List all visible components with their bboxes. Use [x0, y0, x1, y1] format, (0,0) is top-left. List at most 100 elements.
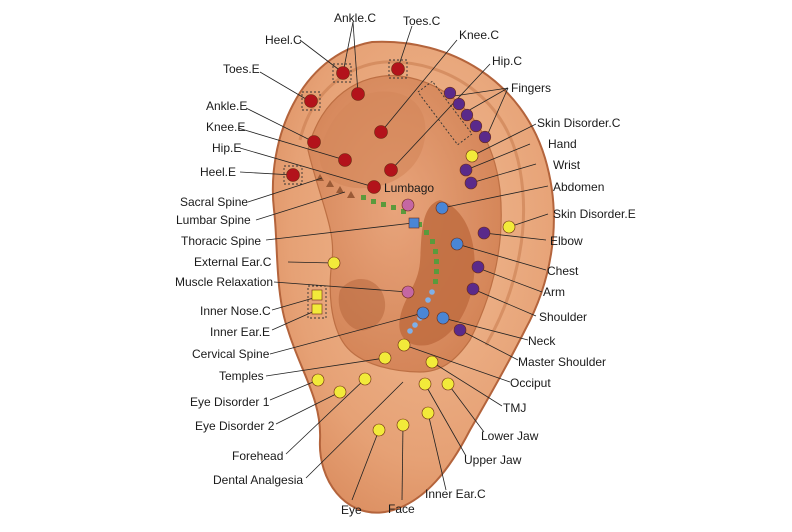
point-tmj — [425, 355, 439, 369]
label-eye: Eye — [341, 503, 362, 517]
label-lower-jaw: Lower Jaw — [481, 429, 539, 443]
label-arm: Arm — [543, 285, 565, 299]
spine-dot — [429, 289, 435, 295]
label-face: Face — [388, 502, 415, 516]
spine-dot — [412, 322, 418, 328]
point-knee-c — [374, 125, 388, 139]
point-master-shoulder — [453, 323, 467, 337]
point-eye — [372, 423, 386, 437]
dashed-box-inner-nose — [307, 285, 327, 319]
point-eye-disorder-1 — [311, 373, 325, 387]
spine-square — [430, 239, 435, 244]
label-lumbar-spine: Lumbar Spine — [176, 213, 251, 227]
label-temples: Temples — [219, 369, 264, 383]
label-knee-c: Knee.C — [459, 28, 499, 42]
labels: Ankle.C Toes.C Heel.C Knee.C Hip.C Toes.… — [175, 11, 636, 517]
point-skin-disorder-c — [465, 149, 479, 163]
label-ankle-e: Ankle.E — [206, 99, 247, 113]
label-thoracic-spine: Thoracic Spine — [181, 234, 261, 248]
point-heel-c — [351, 87, 365, 101]
label-master-shoulder: Master Shoulder — [518, 355, 606, 369]
spine-square — [381, 202, 386, 207]
point-forehead — [358, 372, 372, 386]
spine-square — [424, 230, 429, 235]
point-ankle-e — [307, 135, 321, 149]
acupoints — [286, 62, 516, 437]
point-finger — [460, 108, 474, 122]
point-abdomen — [435, 201, 449, 215]
label-external-ear-c: External Ear.C — [194, 255, 272, 269]
point-ankle-c — [336, 66, 350, 80]
point-toes-c — [391, 62, 405, 76]
point-lumbar-spine — [401, 198, 415, 212]
point-toes-e — [304, 94, 318, 108]
spine-square — [434, 269, 439, 274]
label-lumbago: Lumbago — [384, 181, 434, 195]
spine-square — [433, 249, 438, 254]
point-finger — [452, 97, 466, 111]
label-wrist: Wrist — [553, 158, 581, 172]
label-skin-disorder-e: Skin Disorder.E — [553, 207, 636, 221]
point-muscle-relaxation — [401, 285, 415, 299]
point-hand — [459, 163, 473, 177]
label-shoulder: Shoulder — [539, 310, 587, 324]
point-neck — [436, 311, 450, 325]
label-eye-disorder-2: Eye Disorder 2 — [195, 419, 275, 433]
label-inner-ear-e: Inner Ear.E — [210, 325, 270, 339]
spine-dot — [425, 297, 431, 303]
dashed-box-toes-c — [388, 59, 408, 79]
label-skin-disorder-c: Skin Disorder.C — [537, 116, 621, 130]
point-upper-jaw — [418, 377, 432, 391]
point-finger — [478, 130, 492, 144]
point-hip-c — [384, 163, 398, 177]
label-toes-c: Toes.C — [403, 14, 441, 28]
spine-dot — [407, 328, 413, 334]
point-lower-jaw — [441, 377, 455, 391]
label-forehead: Forehead — [232, 449, 283, 463]
point-chest — [450, 237, 464, 251]
label-dental-analgesia: Dental Analgesia — [213, 473, 303, 487]
dashed-box-ankle-c — [332, 63, 352, 83]
point-inner-ear-e — [311, 303, 323, 315]
spine-triangle — [347, 191, 355, 198]
spine-triangle — [326, 180, 334, 187]
label-inner-ear-c: Inner Ear.C — [425, 487, 486, 501]
point-finger — [443, 86, 457, 100]
point-inner-ear-c — [421, 406, 435, 420]
spine-square — [401, 209, 406, 214]
label-hip-c: Hip.C — [492, 54, 522, 68]
label-neck: Neck — [528, 334, 556, 348]
label-inner-nose-c: Inner Nose.C — [200, 304, 271, 318]
point-external-ear-c — [327, 256, 341, 270]
spine-triangle — [336, 186, 344, 193]
label-abdomen: Abdomen — [553, 180, 604, 194]
dashed-box-heel-e — [283, 165, 303, 185]
spine-square — [434, 259, 439, 264]
point-occiput — [397, 338, 411, 352]
point-finger — [469, 119, 483, 133]
label-muscle-relaxation: Muscle Relaxation — [175, 275, 273, 289]
label-hip-e: Hip.E — [212, 141, 241, 155]
label-tmj: TMJ — [503, 401, 526, 415]
point-skin-disorder-e — [502, 220, 516, 234]
ear-canal-shadow — [338, 278, 386, 331]
label-heel-e: Heel.E — [200, 165, 236, 179]
point-thoracic-spine — [408, 217, 420, 229]
label-knee-e: Knee.E — [206, 120, 245, 134]
label-cervical-spine: Cervical Spine — [192, 347, 270, 361]
leader-lines — [237, 21, 549, 501]
dashed-box-fingers — [417, 80, 473, 146]
spine-square — [433, 279, 438, 284]
point-shoulder — [466, 282, 480, 296]
dashed-box-toes-e — [301, 91, 321, 111]
label-occiput: Occiput — [510, 376, 551, 390]
label-elbow: Elbow — [550, 234, 583, 248]
label-chest: Chest — [547, 264, 579, 278]
point-dental-analgesia — [396, 418, 410, 432]
point-arm — [471, 260, 485, 274]
point-heel-e — [286, 168, 300, 182]
point-wrist — [464, 176, 478, 190]
point-knee-e — [338, 153, 352, 167]
label-fingers: Fingers — [511, 81, 551, 95]
